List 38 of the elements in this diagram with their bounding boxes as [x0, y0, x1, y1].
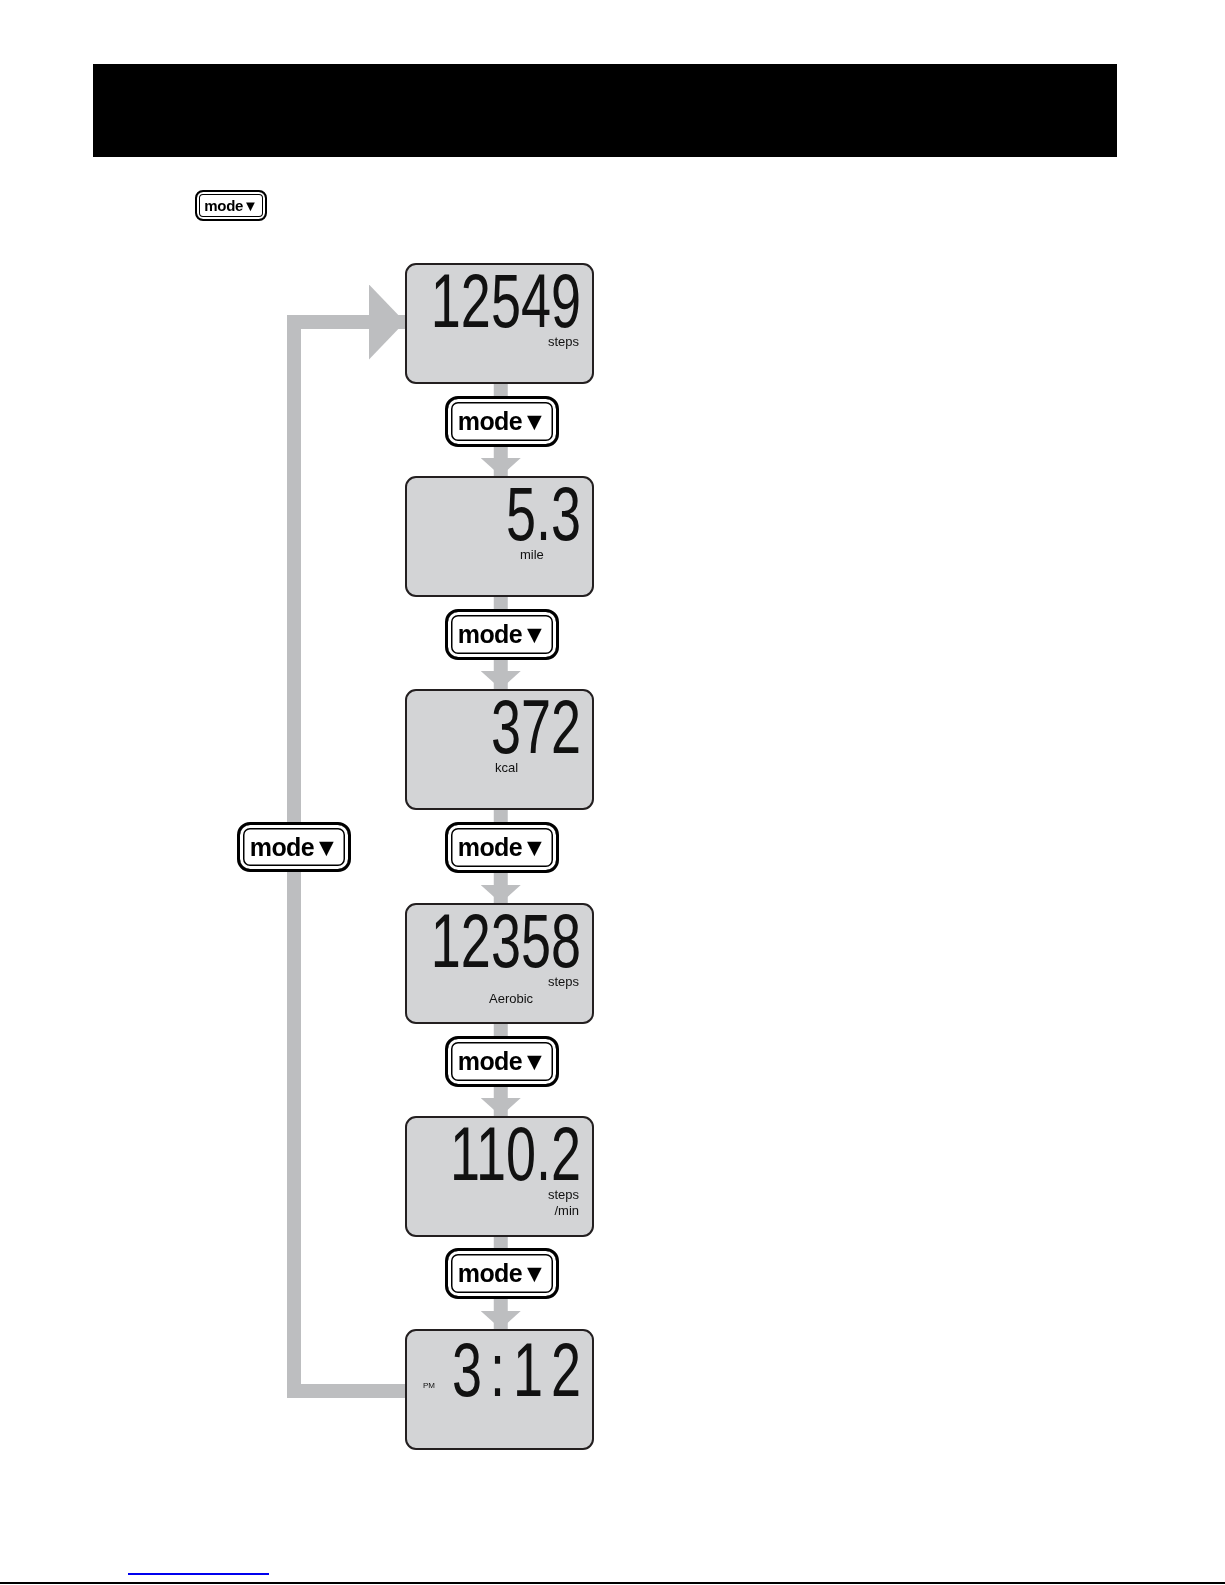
connector-line: [493, 1024, 508, 1036]
connector-line: [493, 597, 508, 609]
connector-line: [493, 384, 508, 396]
unit-label: steps /min: [546, 1187, 579, 1219]
flow-arrow: [480, 1299, 521, 1329]
lcd-reading: 110.2: [449, 1124, 581, 1185]
mode-button: mode▼: [445, 1036, 559, 1087]
mode-button: mode▼: [445, 396, 559, 447]
flow-arrow: [480, 1087, 521, 1116]
lcd-screen: [405, 1116, 594, 1237]
mode-button: mode▼: [237, 822, 351, 872]
lcd-screen: [405, 1329, 594, 1450]
pm-indicator: PM: [423, 1381, 435, 1390]
lcd-screen: [405, 263, 594, 384]
unit-label: Aerobic: [489, 991, 534, 1007]
lcd-reading: 3:12: [451, 1340, 589, 1401]
flow-arrow: [480, 660, 521, 689]
lcd-reading: 5.3: [505, 484, 581, 545]
unit-label: steps: [547, 974, 579, 990]
connector-line: [493, 810, 508, 822]
unit-label: steps: [547, 334, 579, 350]
flow-arrow: [480, 873, 521, 903]
lcd-screen: [405, 903, 594, 1024]
mode-button: mode▼: [445, 609, 559, 660]
connector-line: [287, 872, 405, 1398]
unit-label: kcal: [495, 760, 519, 776]
lcd-screen: [405, 476, 594, 597]
connector-line: [493, 1237, 508, 1248]
lcd-reading: 12549: [430, 271, 581, 332]
lcd-reading: 372: [490, 697, 581, 758]
flow-arrow: [287, 284, 405, 822]
lcd-screen: [405, 689, 594, 810]
mode-button: mode▼: [445, 822, 559, 873]
mode-button: mode▼: [195, 190, 267, 221]
flow-arrow: [480, 447, 521, 476]
unit-label: mile: [520, 547, 544, 563]
lcd-reading: 12358: [430, 911, 581, 972]
mode-button: mode▼: [445, 1248, 559, 1299]
